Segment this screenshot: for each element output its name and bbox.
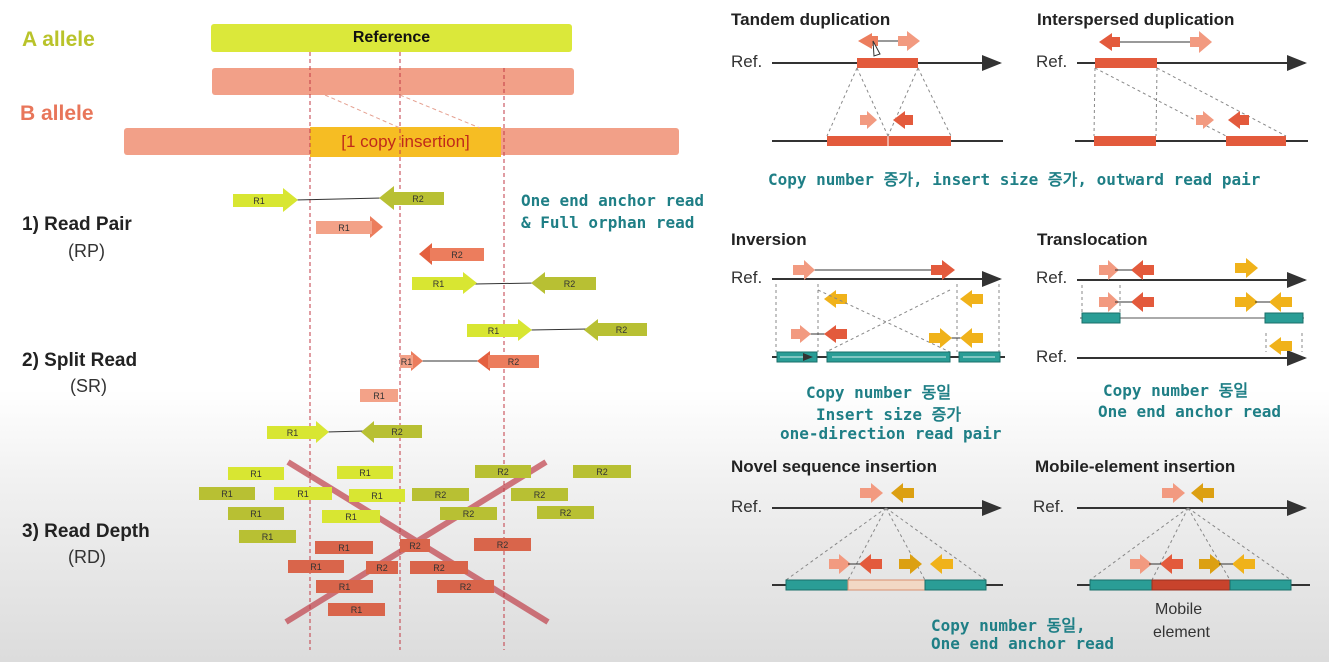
- rd-read: R1: [288, 560, 344, 573]
- mobile-element-insertion-title: Mobile-element insertion: [1035, 457, 1236, 476]
- rp-read-r1: R1: [412, 277, 465, 290]
- insertion-label: [1 copy insertion]: [341, 132, 470, 151]
- ref-label: Ref.: [731, 52, 763, 71]
- mobile-element-label-2: element: [1153, 624, 1210, 641]
- duplication-caption: Copy number 증가, insert size 증가, outward …: [768, 170, 1261, 189]
- rp-read-r1: R1: [316, 221, 372, 234]
- rd-read: R2: [400, 539, 430, 552]
- ref-label: Ref.: [731, 268, 763, 287]
- b-allele-bar: [212, 68, 574, 95]
- translocation-caption-2: One end anchor read: [1098, 402, 1282, 421]
- rd-read: R1: [328, 603, 385, 616]
- a-allele-label: A allele: [22, 28, 95, 51]
- insertion-caption-2: One end anchor read: [931, 634, 1115, 653]
- anchor-read-caption-2: & Full orphan read: [521, 213, 695, 232]
- read-depth-title: 3) Read Depth: [22, 521, 150, 542]
- anchor-read-caption-1: One end anchor read: [521, 191, 705, 210]
- sr-read-r2: R2: [372, 425, 422, 438]
- rp-read-r2: R2: [430, 248, 484, 261]
- sr-read-r1: R1: [267, 426, 318, 439]
- translocation-title: Translocation: [1037, 230, 1148, 249]
- sr-read-r1: R1: [360, 389, 398, 402]
- reference-label: Reference: [352, 29, 431, 46]
- translocation-panel: [1077, 258, 1307, 366]
- ref-label: Ref.: [731, 497, 763, 516]
- rp-read-r1: R1: [233, 194, 285, 207]
- inversion-caption-1: Copy number 동일: [806, 383, 952, 402]
- rp-read-r2: R2: [543, 277, 596, 290]
- novel-sequence-insertion-panel: [772, 483, 1003, 591]
- translocation-caption-1: Copy number 동일: [1103, 381, 1249, 400]
- inversion-caption-3: one-direction read pair: [780, 424, 1002, 443]
- sr-read-r2: R2: [488, 355, 539, 368]
- rd-read: R2: [366, 561, 398, 574]
- interspersed-duplication-title: Interspersed duplication: [1037, 10, 1235, 29]
- inversion-title: Inversion: [731, 230, 807, 249]
- insertion-caption-1: Copy number 동일,: [931, 616, 1086, 635]
- mobile-element-label-1: Mobile: [1155, 601, 1203, 618]
- rp-read-r2: R2: [596, 323, 647, 336]
- rd-read: R1: [315, 541, 373, 554]
- rd-read: R2: [573, 465, 631, 478]
- rd-read: R1: [228, 507, 284, 520]
- rd-read: R2: [537, 506, 594, 519]
- ref-label: Ref.: [1036, 347, 1068, 366]
- ref-label: Ref.: [1036, 52, 1068, 71]
- insertion-box: [1 copy insertion]: [310, 127, 501, 157]
- rd-read: R2: [440, 507, 497, 520]
- ref-label: Ref.: [1036, 268, 1068, 287]
- rp-read-r2: R2: [392, 192, 444, 205]
- split-read-abbr: (SR): [70, 376, 107, 396]
- interspersed-duplication-panel: [1075, 31, 1308, 146]
- rd-read: R1: [322, 510, 380, 523]
- rd-read: R2: [474, 538, 531, 551]
- split-read-title: 2) Split Read: [22, 350, 138, 371]
- rd-read: R2: [412, 488, 469, 501]
- mobile-element-insertion-panel: [1077, 483, 1310, 591]
- rd-read: R2: [410, 561, 468, 574]
- read-pair-abbr: (RP): [68, 241, 105, 261]
- tandem-duplication-title: Tandem duplication: [731, 10, 891, 29]
- rd-read: R1: [274, 487, 332, 500]
- rd-read: R2: [511, 488, 568, 501]
- sr-read-r1: R1: [400, 355, 413, 368]
- inversion-panel: [772, 260, 1005, 363]
- rp-read-r1: R1: [467, 324, 520, 337]
- novel-sequence-insertion-title: Novel sequence insertion: [731, 457, 937, 476]
- rd-read: R2: [475, 465, 531, 478]
- rd-read: R1: [199, 487, 255, 500]
- read-depth-abbr: (RD): [68, 547, 106, 567]
- rd-read: R1: [316, 580, 373, 593]
- rd-read: R1: [349, 489, 405, 502]
- rd-read: R2: [437, 580, 494, 593]
- ref-label: Ref.: [1033, 497, 1065, 516]
- reference-bar: Reference: [211, 24, 572, 52]
- rd-read: R1: [239, 530, 296, 543]
- read-pair-title: 1) Read Pair: [22, 214, 132, 235]
- rd-read: R1: [228, 467, 284, 480]
- tandem-duplication-panel: [772, 31, 1003, 146]
- inversion-caption-2: Insert size 증가: [816, 405, 962, 424]
- rd-read: R1: [337, 466, 393, 479]
- b-allele-label: B allele: [20, 102, 94, 125]
